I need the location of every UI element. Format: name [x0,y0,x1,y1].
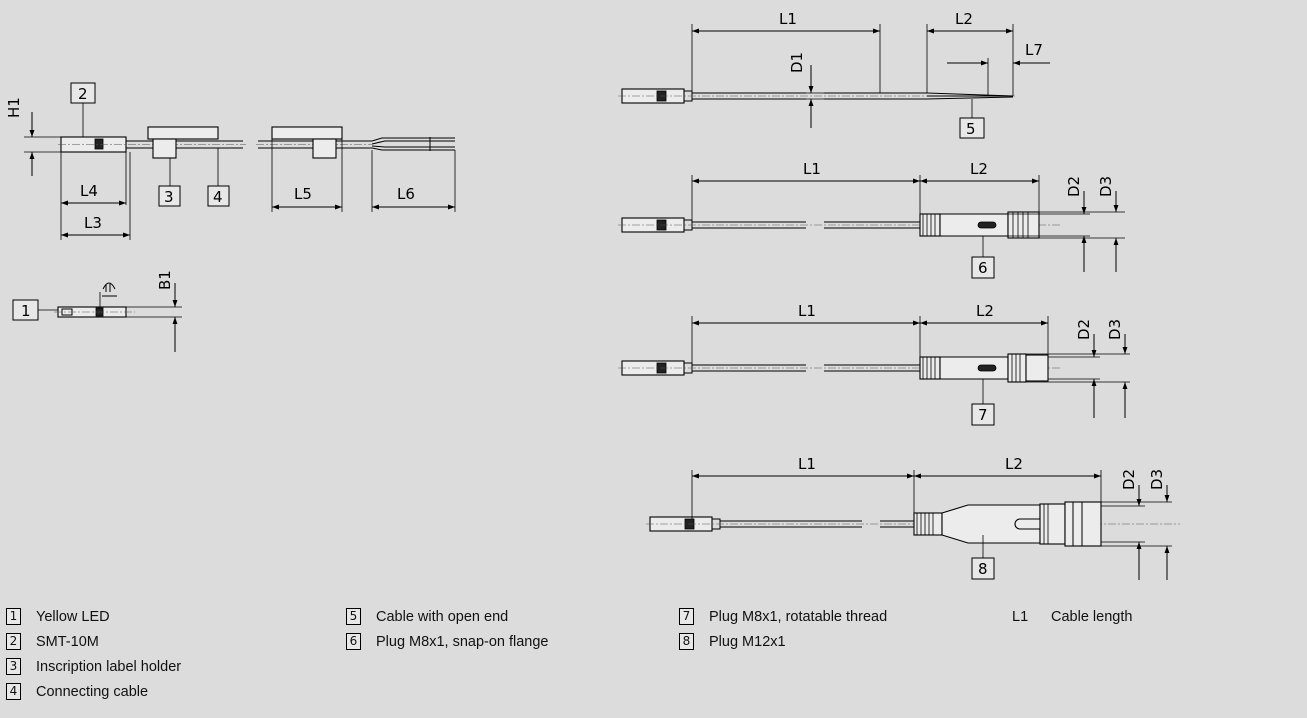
legend-item: 1 Yellow LED [6,604,181,629]
dim-L3: L3 [84,214,102,232]
dim-D1: D1 [788,52,806,73]
dim-D3-c: D3 [1106,319,1124,340]
legend-text: Connecting cable [36,683,149,700]
sensor-top-view: B1 1 [12,270,182,352]
dim-L6: L6 [397,185,415,203]
dim-D3-b: D3 [1097,176,1115,197]
legend-num: 2 [6,633,21,650]
legend-item: 5 Cable with open end [346,604,549,629]
legend-item: 3 Inscription label holder [6,654,181,679]
variant-m8-rotatable: L1 L2 D2 D3 7 [618,302,1130,426]
legend-text: Yellow LED [36,608,110,625]
sensor-side-view: H1 L4 L3 L5 L6 2 3 4 [5,82,456,240]
dim-L2-a: L2 [955,10,973,28]
dim-L1-a: L1 [779,10,797,28]
legend-col-2: 5 Cable with open end 6 Plug M8x1, snap-on… [346,604,549,654]
legend-text: Plug M8x1, snap-on flange [376,633,549,650]
legend-col-1: 1 Yellow LED 2 SMT-10M 3 Inscription label … [6,604,181,704]
callout-1: 1 [21,302,31,320]
legend-text: Cable with open end [376,608,509,625]
legend-item: 2 SMT-10M [6,629,181,654]
callout-2: 2 [78,85,88,103]
legend-text: Inscription label holder [36,658,182,675]
legend-col-3: 7 Plug M8x1, rotatable thread 8 Plug M12x1 [679,604,887,654]
legend-num: 7 [679,608,694,625]
dim-H1: H1 [5,97,23,118]
legend-num: 5 [346,608,361,625]
legend-num: 3 [6,658,21,675]
dim-L2-b: L2 [970,160,988,178]
dim-D2-b: D2 [1065,176,1083,197]
dim-L1-b: L1 [803,160,821,178]
dim-L5: L5 [294,185,312,203]
legend-num: 8 [679,633,694,650]
legend-item: L1 Cable length [1012,604,1132,629]
dim-D2-c: D2 [1075,319,1093,340]
dim-B1: B1 [156,270,174,290]
dim-L1-d: L1 [798,455,816,473]
legend-text: SMT-10M [36,633,99,650]
dim-L1-c: L1 [798,302,816,320]
legend-num: 4 [6,683,21,700]
dim-D2-d: D2 [1120,469,1138,490]
callout-7: 7 [978,406,988,424]
callout-6: 6 [978,259,988,277]
dim-L7: L7 [1025,41,1043,59]
legend-item: 8 Plug M12x1 [679,629,887,654]
variant-m8-snap-on: L1 L2 D2 D3 6 [618,160,1125,279]
legend-text: Cable length [1051,608,1133,625]
legend-num: 6 [346,633,361,650]
variant-open-end: L1 L2 L7 D1 5 [618,10,1050,139]
legend-item: 4 Connecting cable [6,679,181,704]
legend-item: 7 Plug M8x1, rotatable thread [679,604,887,629]
dim-D3-d: D3 [1148,469,1166,490]
legend-col-4: L1 Cable length [1012,604,1132,629]
callout-4: 4 [213,188,223,206]
legend-symbol: L1 [1012,608,1029,625]
legend-item: 6 Plug M8x1, snap-on flange [346,629,549,654]
callout-5: 5 [966,120,976,138]
legend: 1 Yellow LED 2 SMT-10M 3 Inscription label … [0,604,1307,718]
callout-3: 3 [164,188,174,206]
legend-text: Plug M8x1, rotatable thread [709,608,888,625]
dim-L4: L4 [80,182,98,200]
technical-drawing: H1 L4 L3 L5 L6 2 3 4 [5,10,1180,580]
callout-8: 8 [978,560,988,578]
dim-L2-c: L2 [976,302,994,320]
legend-text: Plug M12x1 [709,633,786,650]
variant-m12: L1 L2 D2 D3 8 [646,455,1180,580]
dim-L2-d: L2 [1005,455,1023,473]
legend-num: 1 [6,608,21,625]
